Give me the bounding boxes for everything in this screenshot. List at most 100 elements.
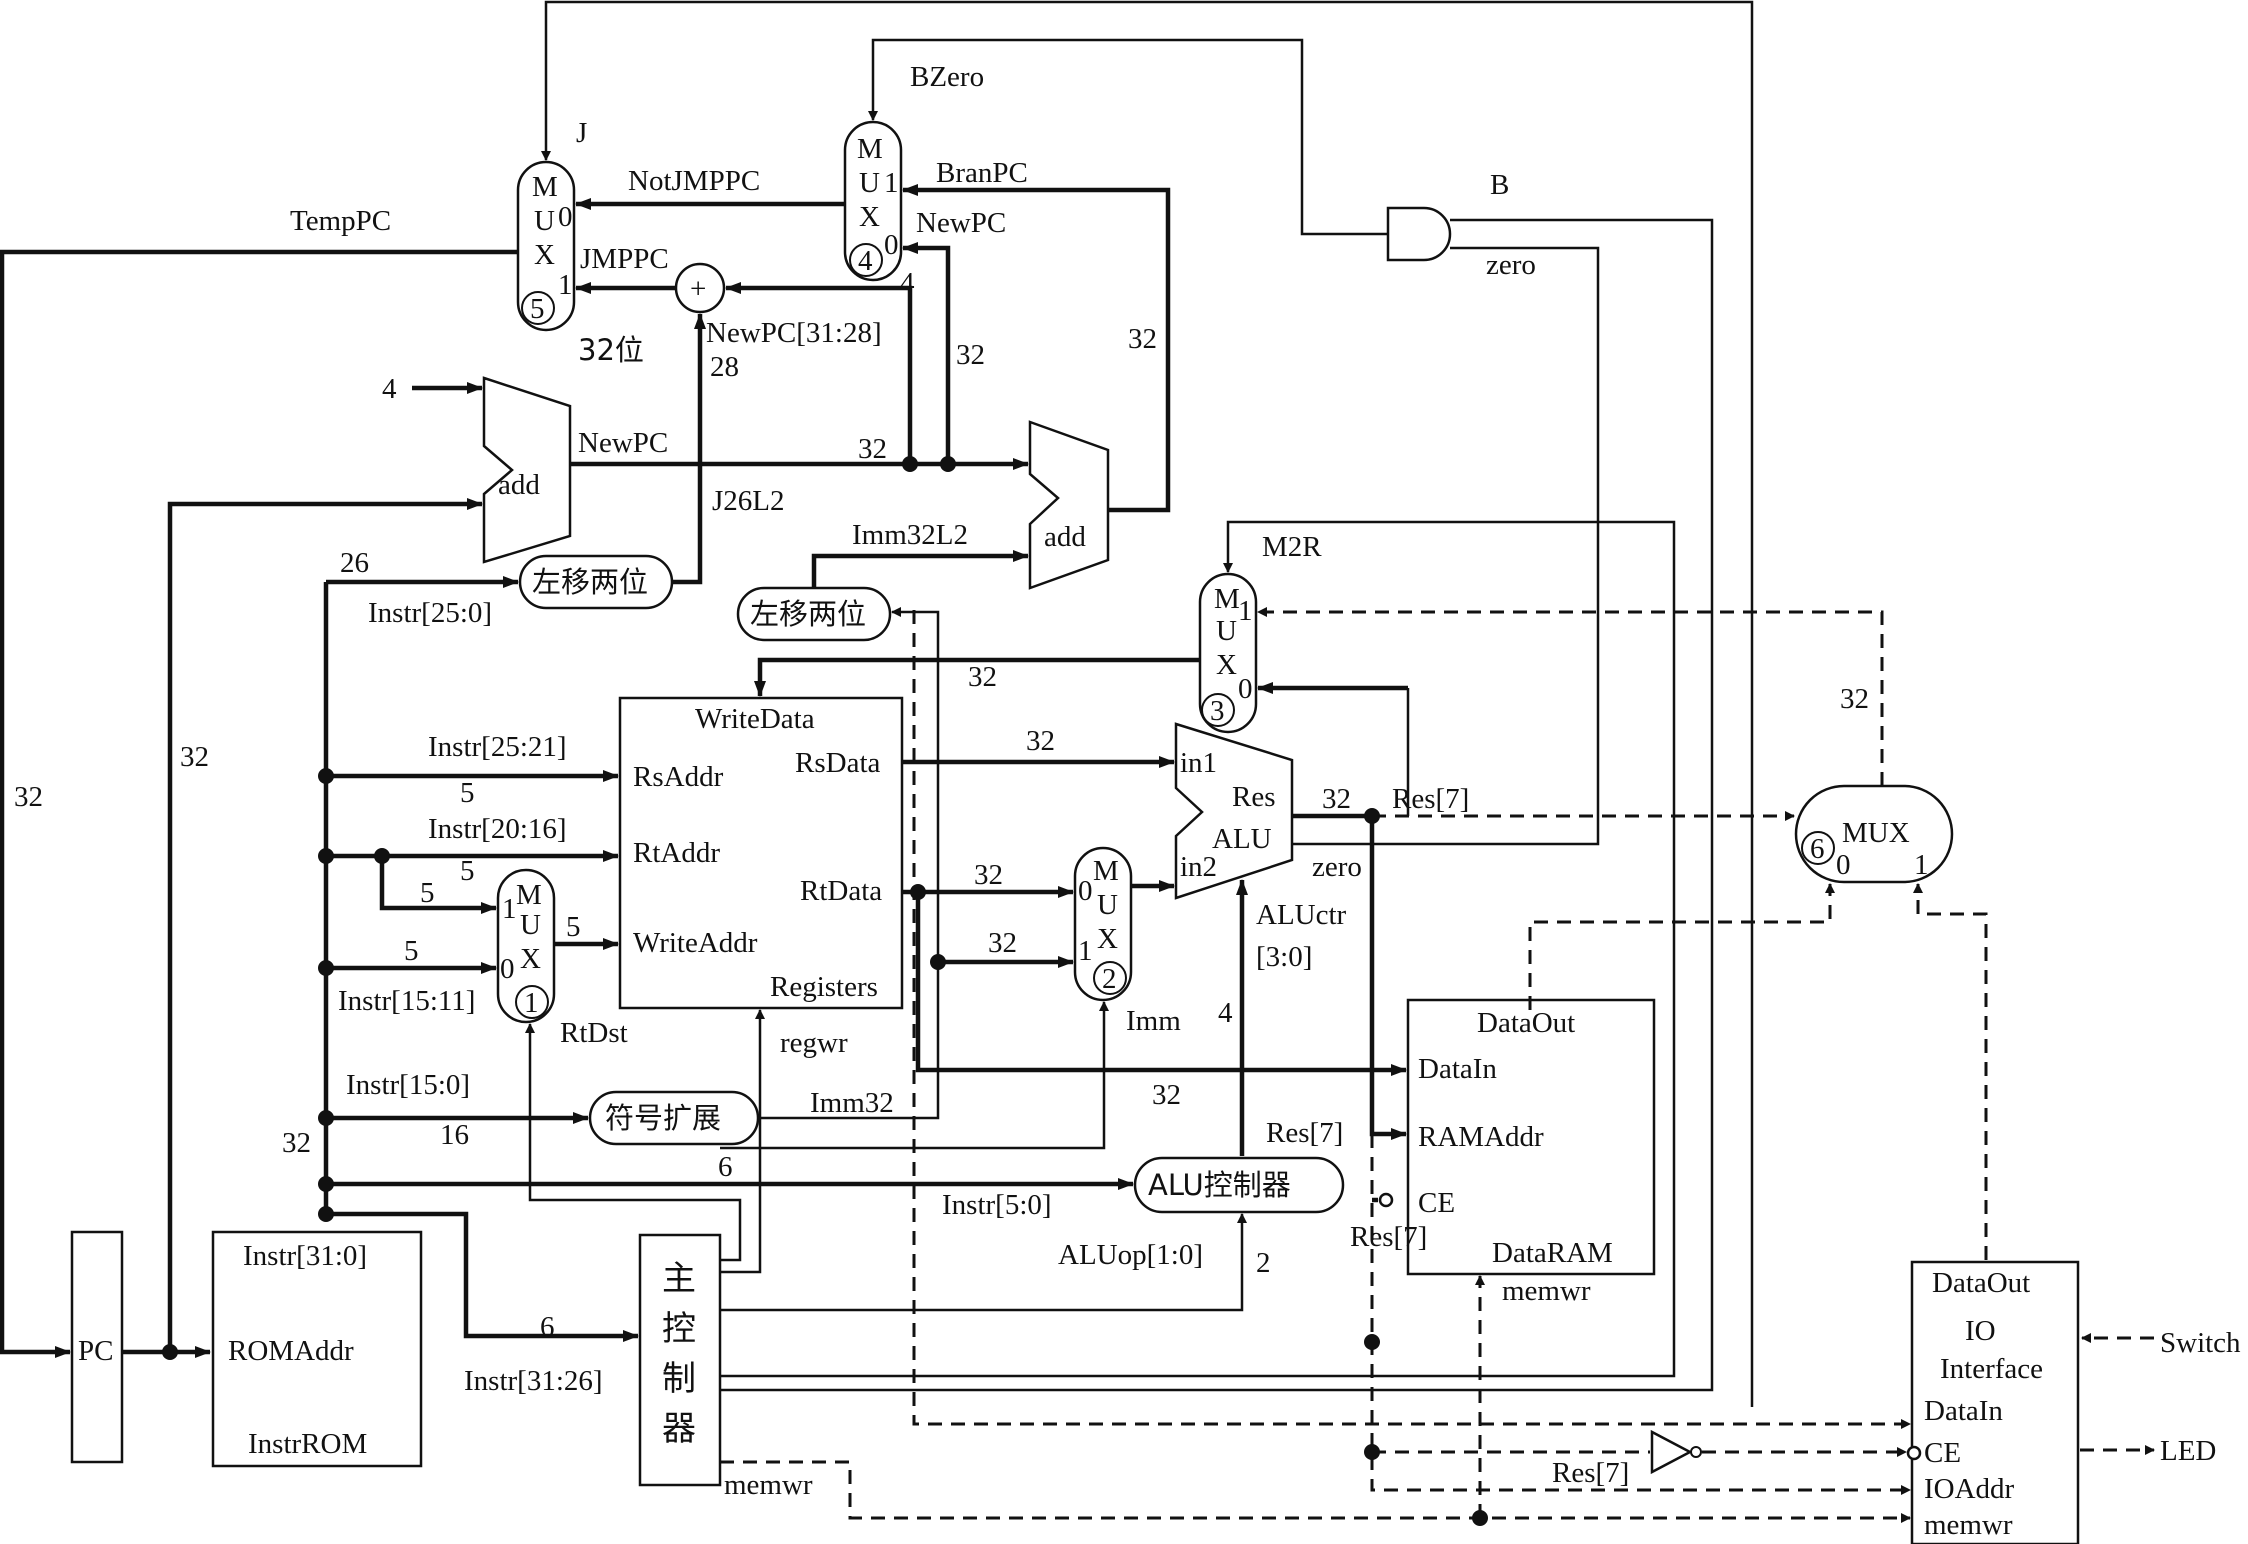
- label-16: 16: [440, 1119, 469, 1151]
- mux4-u: U: [859, 167, 880, 199]
- label-res7-b: Res[7]: [1266, 1117, 1343, 1149]
- label-32-g: 32: [974, 859, 1003, 891]
- sign-extend: 符号扩展: [588, 1090, 760, 1146]
- label-5-d: 5: [566, 911, 581, 943]
- label-memwr-b: memwr: [724, 1469, 813, 1501]
- alu-in2: in2: [1180, 851, 1217, 883]
- ram-dataout: DataOut: [1477, 1007, 1575, 1039]
- mux3-u: U: [1216, 615, 1237, 647]
- label-4: 4: [1218, 997, 1233, 1029]
- label-instr-20-16: Instr[20:16]: [428, 813, 567, 845]
- pc-register: PC: [70, 1230, 124, 1464]
- branch-adder: add: [1028, 420, 1110, 590]
- alu-controller: ALU控制器: [1133, 1156, 1345, 1214]
- label-instr-15-11: Instr[15:11]: [338, 985, 475, 1017]
- mux5-num: 5: [530, 293, 545, 325]
- main-controller: 主 控 制 器: [638, 1233, 722, 1487]
- label-res7-c: Res[7]: [1350, 1221, 1427, 1253]
- mux-2: M U X 2 0 1: [1073, 846, 1133, 1002]
- mux1-in1: 1: [502, 893, 517, 925]
- mux-6: MUX 6 0 1: [1794, 784, 1954, 884]
- label-led: LED: [2160, 1435, 2216, 1467]
- label-5-c: 5: [420, 877, 435, 909]
- and-gate: [1386, 206, 1452, 262]
- mux5-x: X: [534, 239, 555, 271]
- mux5-m: M: [532, 171, 558, 203]
- label-32-e: 32: [180, 741, 209, 773]
- label-zero-out: zero: [1312, 851, 1362, 883]
- label-2: 2: [1256, 1247, 1271, 1279]
- mux5-in0: 0: [558, 201, 573, 233]
- instr-rom: Instr[31:0] ROMAddr InstrROM: [211, 1230, 423, 1468]
- branch-adder-label: add: [1044, 521, 1086, 553]
- label-6-a: 6: [718, 1151, 733, 1183]
- ram-addr: RAMAddr: [1418, 1121, 1544, 1153]
- shift-left-imm: 左移两位: [736, 586, 892, 642]
- mux-5: M U X 5 0 1: [516, 160, 576, 332]
- reg-writedata: WriteData: [695, 703, 815, 735]
- label-b: B: [1490, 169, 1509, 201]
- label-rtdst: RtDst: [560, 1017, 628, 1049]
- controller-char-3: 制: [662, 1359, 696, 1399]
- label-newpc-mid: NewPC: [578, 427, 668, 459]
- mux3-x: X: [1216, 649, 1237, 681]
- ram-ce: CE: [1418, 1187, 1455, 1219]
- jump-combiner: +: [674, 262, 726, 314]
- ram-ce-bubble: [1378, 1192, 1394, 1208]
- label-instr-5-0: Instr[5:0]: [942, 1189, 1052, 1221]
- label-instr-25-0: Instr[25:0]: [368, 597, 492, 629]
- mux3-m: M: [1214, 583, 1240, 615]
- instr-rom-addr: ROMAddr: [228, 1335, 354, 1367]
- mux2-in1: 1: [1078, 935, 1093, 967]
- label-5-b: 5: [460, 855, 475, 887]
- label-5-a: 5: [460, 777, 475, 809]
- alu-res: Res: [1232, 781, 1276, 813]
- label-aluctr: ALUctr: [1256, 899, 1347, 931]
- label-j: J: [576, 117, 587, 149]
- label-32-f: 32: [1026, 725, 1055, 757]
- mux3-num: 3: [1210, 695, 1225, 727]
- io-name1: IO: [1965, 1315, 1996, 1347]
- controller-char-4: 器: [662, 1409, 696, 1449]
- mux1-in0: 0: [500, 953, 515, 985]
- mux3-in1: 1: [1238, 595, 1253, 627]
- label-32-mux6: 32: [1840, 683, 1869, 715]
- pc-adder-label: add: [498, 469, 540, 501]
- alu-name: ALU: [1212, 823, 1272, 855]
- label-aluctr-bits: [3:0]: [1256, 941, 1312, 973]
- io-ce: CE: [1924, 1437, 1961, 1469]
- label-four-mux: 4: [900, 267, 915, 299]
- mux1-u: U: [520, 909, 541, 941]
- label-zero-and: zero: [1486, 249, 1536, 281]
- io-interface: DataOut IO Interface DataIn CE IOAddr me…: [1906, 1260, 2080, 1544]
- label-32-k: 32: [1152, 1079, 1181, 1111]
- alu-controller-label: ALU控制器: [1148, 1168, 1291, 1202]
- mux-1: M U X 1 1 0: [496, 868, 556, 1024]
- label-four-in: 4: [382, 373, 397, 405]
- controller-char-2: 控: [662, 1309, 696, 1349]
- mux-3: M U X 3 1 0: [1198, 572, 1258, 734]
- label-aluop: ALUop[1:0]: [1058, 1239, 1203, 1271]
- label-m2r: M2R: [1262, 531, 1322, 563]
- label-regwr: regwr: [780, 1027, 848, 1059]
- label-32bit: 32位: [578, 333, 644, 367]
- instr-rom-top: Instr[31:0]: [243, 1240, 367, 1272]
- ram-name: DataRAM: [1492, 1237, 1613, 1269]
- mux4-x: X: [859, 201, 880, 233]
- reg-rsdata: RsData: [795, 747, 881, 779]
- mux4-in1: 1: [884, 167, 899, 199]
- alu-in1: in1: [1180, 747, 1217, 779]
- mux5-in1: 1: [558, 269, 573, 301]
- instr-rom-name: InstrROM: [248, 1428, 367, 1460]
- label-32-left: 32: [14, 781, 43, 813]
- pc-adder: add: [482, 376, 572, 564]
- signal-labels: BZero J NotJMPPC BranPC NewPC B zero Tem…: [14, 61, 2241, 1501]
- pc-label: PC: [78, 1335, 113, 1367]
- label-memwr-a: memwr: [1502, 1275, 1591, 1307]
- controller-char-1: 主: [662, 1259, 696, 1299]
- inverter: [1650, 1429, 1702, 1475]
- label-instr-31-26: Instr[31:26]: [464, 1365, 603, 1397]
- label-res7-d: Res[7]: [1552, 1457, 1629, 1489]
- mux4-num: 4: [858, 245, 873, 277]
